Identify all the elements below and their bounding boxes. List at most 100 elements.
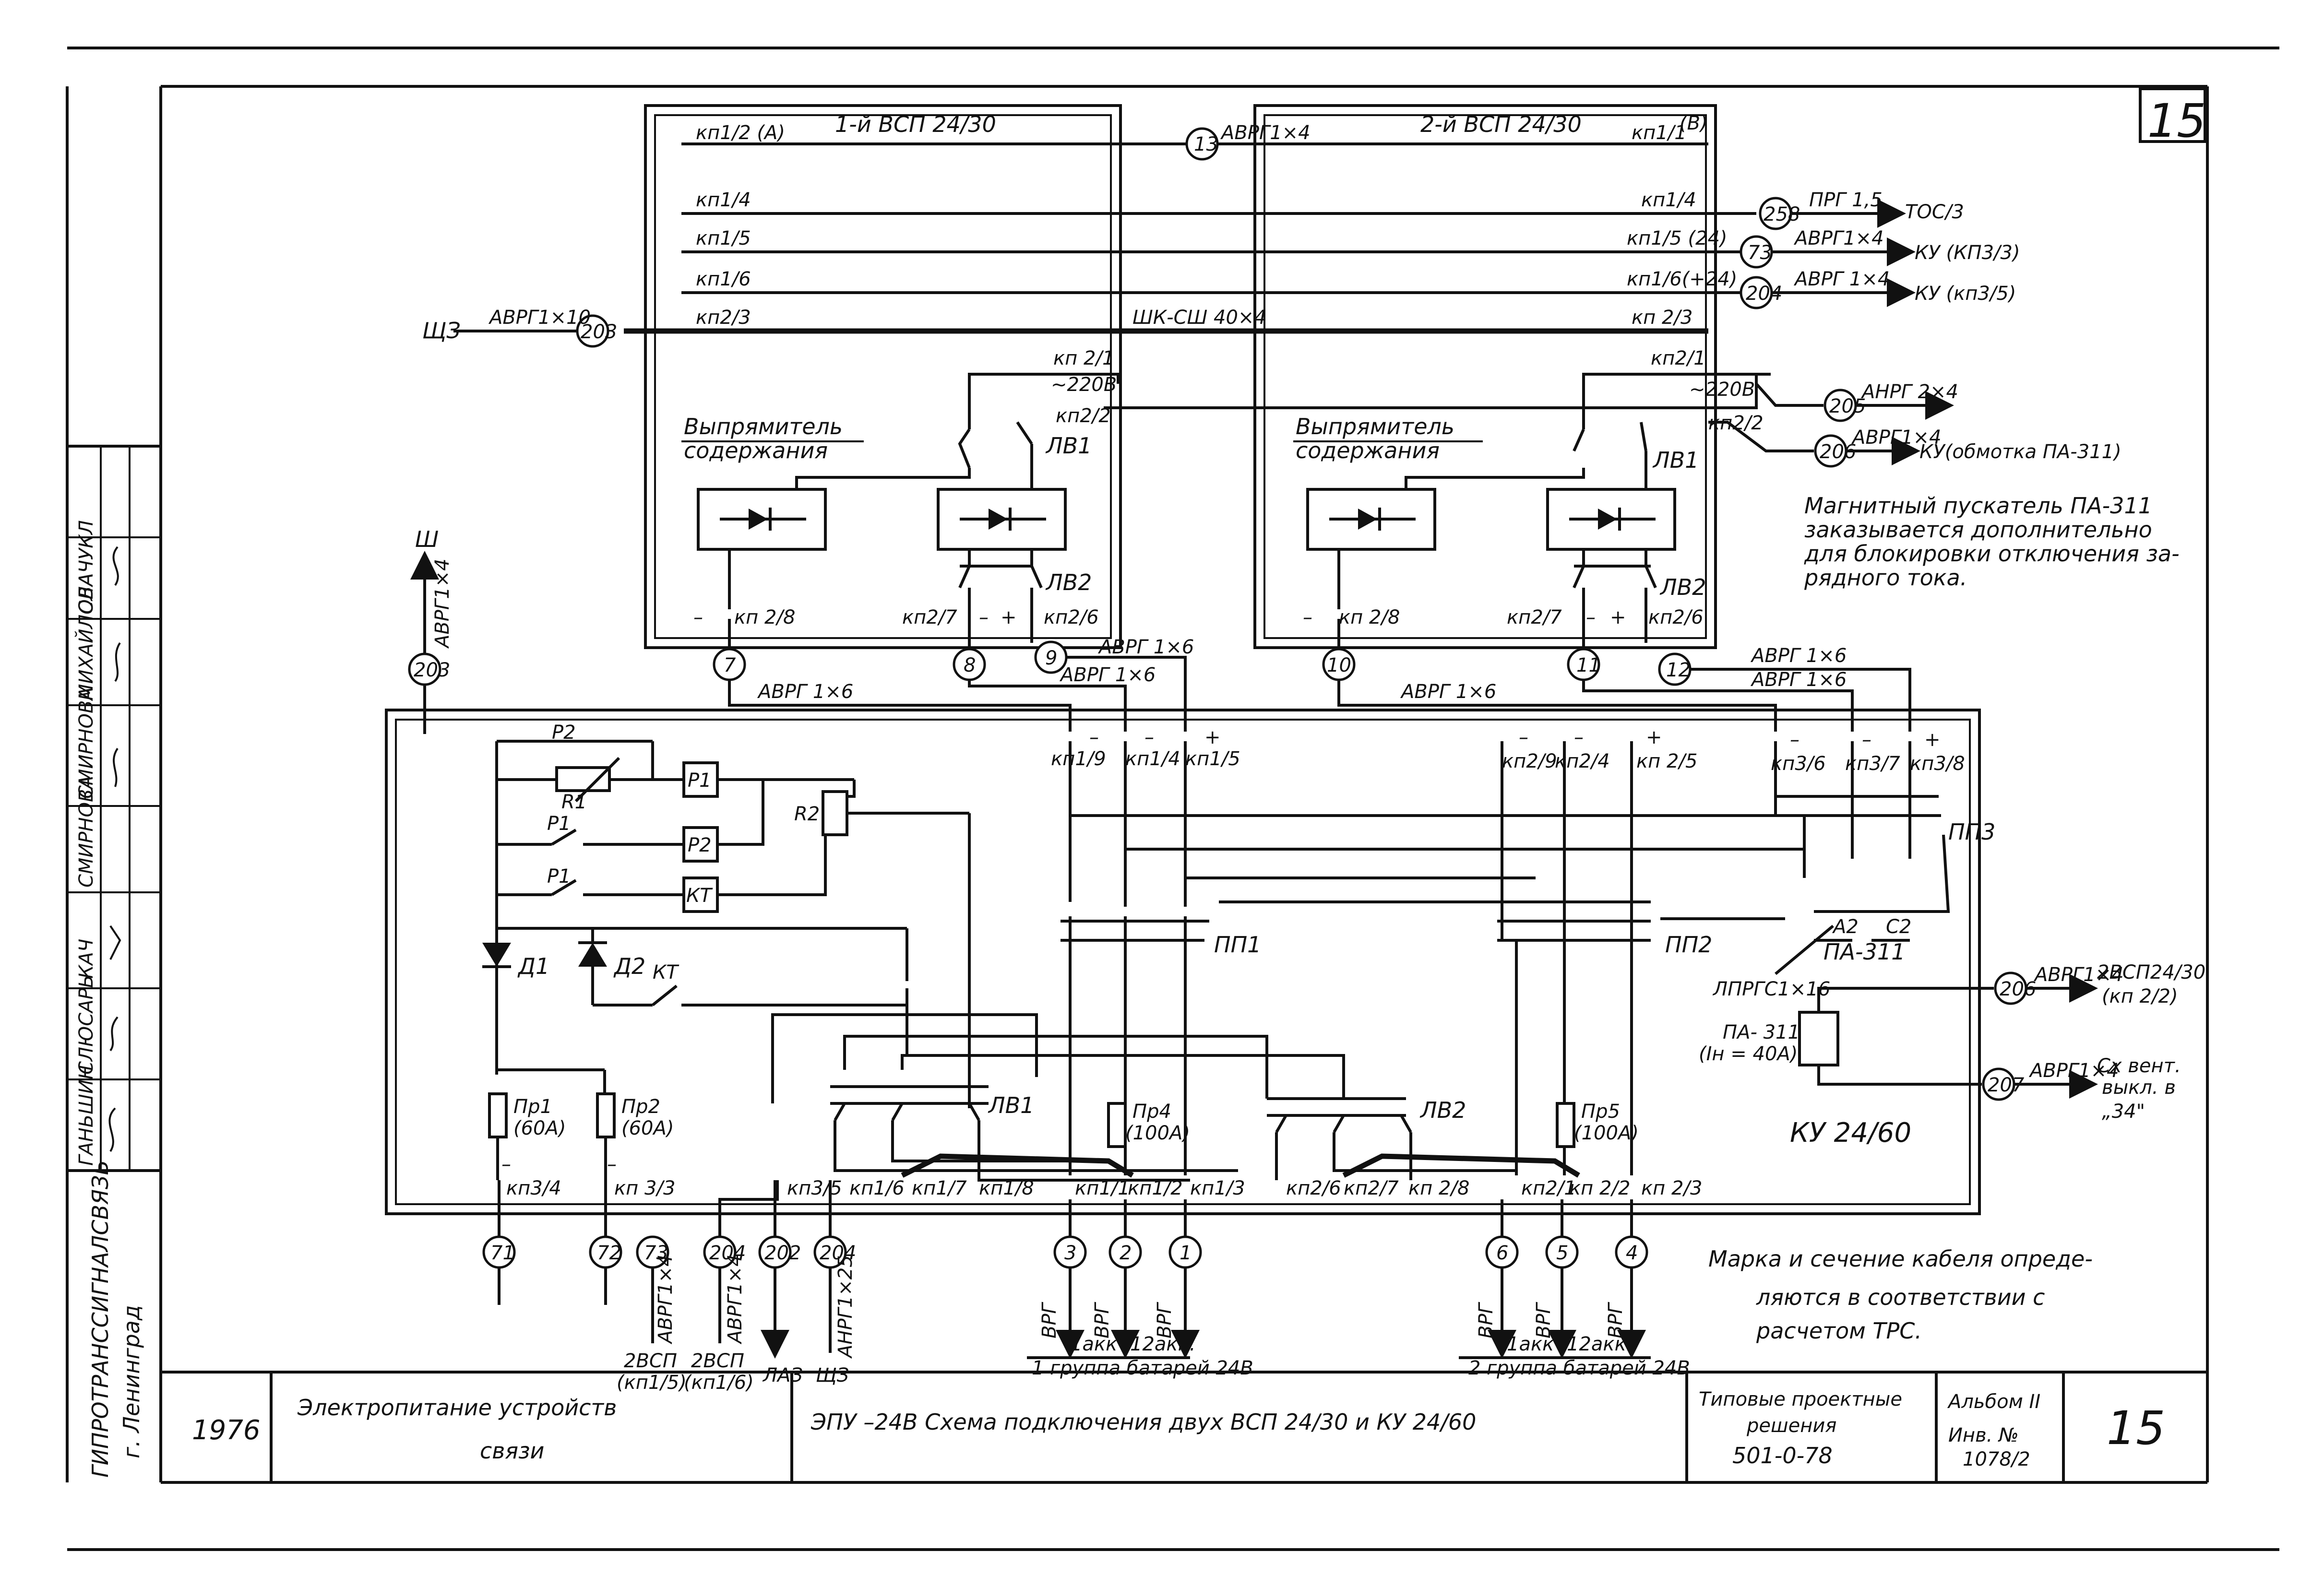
svg-text:„34": „34" <box>2102 1101 2145 1123</box>
svg-text:АВРГ1×10: АВРГ1×10 <box>488 307 591 329</box>
svg-text:Р1: Р1 <box>547 813 571 835</box>
svg-text:R2: R2 <box>794 803 820 825</box>
svg-text:Сх вент.: Сх вент. <box>2097 1055 2181 1077</box>
svg-text:заказывается дополнительно: заказывается дополнительно <box>1804 517 2152 543</box>
svg-text:для блокировки отключения за-: для блокировки отключения за- <box>1804 541 2180 567</box>
svg-text:АВРГ 1×6: АВРГ 1×6 <box>1750 645 1847 667</box>
svg-text:кп2/9: кп2/9 <box>1502 750 1557 772</box>
svg-text:73: 73 <box>644 1242 668 1264</box>
svg-text:кп 2/8: кп 2/8 <box>1408 1177 1469 1199</box>
svg-text:кп2/3: кп2/3 <box>696 307 751 329</box>
svg-text:1акк: 1акк <box>1070 1333 1117 1355</box>
svg-text:кп1/7: кп1/7 <box>912 1177 967 1199</box>
svg-text:АНРГ1×25: АНРГ1×25 <box>834 1255 857 1359</box>
svg-text:3: 3 <box>1064 1242 1076 1264</box>
svg-text:–: – <box>979 606 989 628</box>
drawing-frame <box>67 47 2279 1551</box>
note-cable: Марка и сечение кабеля опреде- ляются в … <box>1708 1246 2093 1344</box>
sheet-number-top: 15 <box>2147 94 2206 148</box>
svg-text:АВРГ 1×6: АВРГ 1×6 <box>757 681 853 703</box>
svg-text:кп3/8: кп3/8 <box>1910 753 1965 775</box>
svg-text:ВРГ: ВРГ <box>1475 1302 1497 1338</box>
svg-text:Р2: Р2 <box>552 722 576 744</box>
svg-text:~220В: ~220В <box>1689 379 1755 401</box>
svg-text:ЩЗ: ЩЗ <box>422 318 461 343</box>
svg-text:кп 2/3: кп 2/3 <box>1632 307 1692 329</box>
svg-text:ВРГ: ВРГ <box>1533 1302 1555 1338</box>
svg-text:(кп1/6): (кп1/6) <box>684 1372 754 1394</box>
svg-text:ЛПРГС1×16: ЛПРГС1×16 <box>1712 978 1830 1000</box>
svg-text:ЛВ2: ЛВ2 <box>1659 574 1706 600</box>
svg-text:(кп1/5): (кп1/5) <box>617 1372 687 1394</box>
svg-text:ляются в соответствии с: ляются в соответствии с <box>1756 1284 2045 1310</box>
sig-name-2: СЛЮСАРЬ <box>75 975 97 1075</box>
svg-text:+: + <box>1001 606 1017 628</box>
svg-text:–: – <box>1089 726 1099 748</box>
svg-text:ЛВ2: ЛВ2 <box>1419 1097 1466 1123</box>
sig-name-3: КАЧ <box>75 939 97 979</box>
svg-text:+: + <box>1204 726 1221 748</box>
svg-text:10: 10 <box>1327 654 1351 676</box>
svg-text:АВРГ 1×6: АВРГ 1×6 <box>1400 681 1496 703</box>
svg-text:кп1/5: кп1/5 <box>696 227 751 249</box>
svg-text:кп3/5: кп3/5 <box>787 1177 842 1199</box>
inv-number: 1078/2 <box>1963 1448 2030 1470</box>
svg-text:рядного тока.: рядного тока. <box>1804 565 1967 591</box>
sig-name-6: МИХАЙЛОВА <box>74 573 97 701</box>
svg-text:кп 2/3: кп 2/3 <box>1641 1177 1702 1199</box>
vsp-2-frame: 2-й ВСП 24/30 <box>1253 104 1717 649</box>
svg-text:кп1/3: кп1/3 <box>1190 1177 1245 1199</box>
svg-text:ЩЗ: ЩЗ <box>816 1364 849 1386</box>
svg-text:203: 203 <box>581 321 617 343</box>
svg-text:КТ: КТ <box>653 961 679 983</box>
drawing-title: ЭПУ –24В Схема подключения двух ВСП 24/3… <box>810 1409 1476 1435</box>
svg-text:Пр1: Пр1 <box>513 1096 552 1118</box>
svg-text:Пр2: Пр2 <box>621 1096 660 1118</box>
ku-pv-switches: ЛВ1 ЛВ2 Пр4 (100А) Пр5 (100А) <box>771 1013 1639 1182</box>
svg-text:Выпрямитель: Выпрямитель <box>1296 414 1454 439</box>
svg-text:кп2/7: кп2/7 <box>1507 606 1562 628</box>
title-left-line1: Электропитание устройств <box>297 1395 617 1421</box>
svg-text:ЛАЗ: ЛАЗ <box>762 1364 803 1386</box>
svg-text:С2: С2 <box>1886 916 1911 938</box>
vsp-1-rectifiers: Выпрямитель содержания ЛВ1 ЛВ2 – кп 2/8 … <box>681 414 1099 628</box>
svg-text:(100А): (100А) <box>1574 1122 1639 1144</box>
note-pa311: Магнитный пускатель ПА-311 заказывается … <box>1804 493 2180 591</box>
pa311: А2 С2 ПА-311 ЛПРГС1×16 ПА- 311 (Iн = 40А… <box>1699 916 2205 1123</box>
sig-name-5: СМИРНОВА <box>75 687 97 799</box>
svg-text:ПРГ 1,5: ПРГ 1,5 <box>1809 189 1883 211</box>
svg-text:АВРГ1×4: АВРГ1×4 <box>2033 964 2124 986</box>
svg-text:кп1/2 (А): кп1/2 (А) <box>696 122 785 144</box>
svg-text:11: 11 <box>1576 654 1601 676</box>
svg-text:–: – <box>1586 606 1596 628</box>
svg-text:Д2: Д2 <box>613 953 645 979</box>
vsp-2-rectifiers: Выпрямитель содержания ЛВ1 ЛВ2 – кп 2/8 … <box>1293 414 1706 628</box>
svg-text:АВРГ1×4: АВРГ1×4 <box>1851 426 1942 449</box>
svg-text:Пр4: Пр4 <box>1132 1101 1171 1123</box>
svg-text:АВРГ1×4: АВРГ1×4 <box>431 558 453 649</box>
ku-title: КУ 24/60 <box>1790 1117 1911 1149</box>
ku-frame: КУ 24/60 <box>385 709 1981 1215</box>
svg-text:–: – <box>1303 606 1312 628</box>
svg-text:(60А): (60А) <box>621 1117 674 1139</box>
svg-text:кп 2/1: кп 2/1 <box>1053 347 1114 369</box>
svg-text:2ВСП: 2ВСП <box>624 1350 677 1372</box>
sheet-number: 15 <box>2107 1401 2165 1455</box>
svg-text:Выпрямитель: Выпрямитель <box>684 414 843 439</box>
svg-text:кп2/7: кп2/7 <box>1344 1177 1399 1199</box>
svg-text:кп1/8: кп1/8 <box>979 1177 1034 1199</box>
handwritten-signature <box>108 546 121 1152</box>
svg-text:кп3/4: кп3/4 <box>506 1177 561 1199</box>
svg-text:АВРГ1×4: АВРГ1×4 <box>2028 1060 2119 1082</box>
svg-text:кп2/6: кп2/6 <box>1044 606 1099 628</box>
svg-text:7: 7 <box>724 654 736 676</box>
svg-text:13: 13 <box>1194 133 1218 155</box>
svg-text:(100А): (100А) <box>1125 1122 1190 1144</box>
svg-text:кп1/5: кп1/5 <box>1185 748 1240 770</box>
svg-text:(В): (В) <box>1680 112 1708 134</box>
svg-text:кп2/1: кп2/1 <box>1651 347 1706 369</box>
svg-text:кп3/6: кп3/6 <box>1771 753 1826 775</box>
vsp-bus-lines: кп1/2 (А) кп1/1 (В) 13 АВРГ1×4 кп1/4 кп1… <box>422 112 2020 348</box>
svg-text:–: – <box>1790 729 1800 751</box>
svg-text:+: + <box>1924 729 1941 751</box>
